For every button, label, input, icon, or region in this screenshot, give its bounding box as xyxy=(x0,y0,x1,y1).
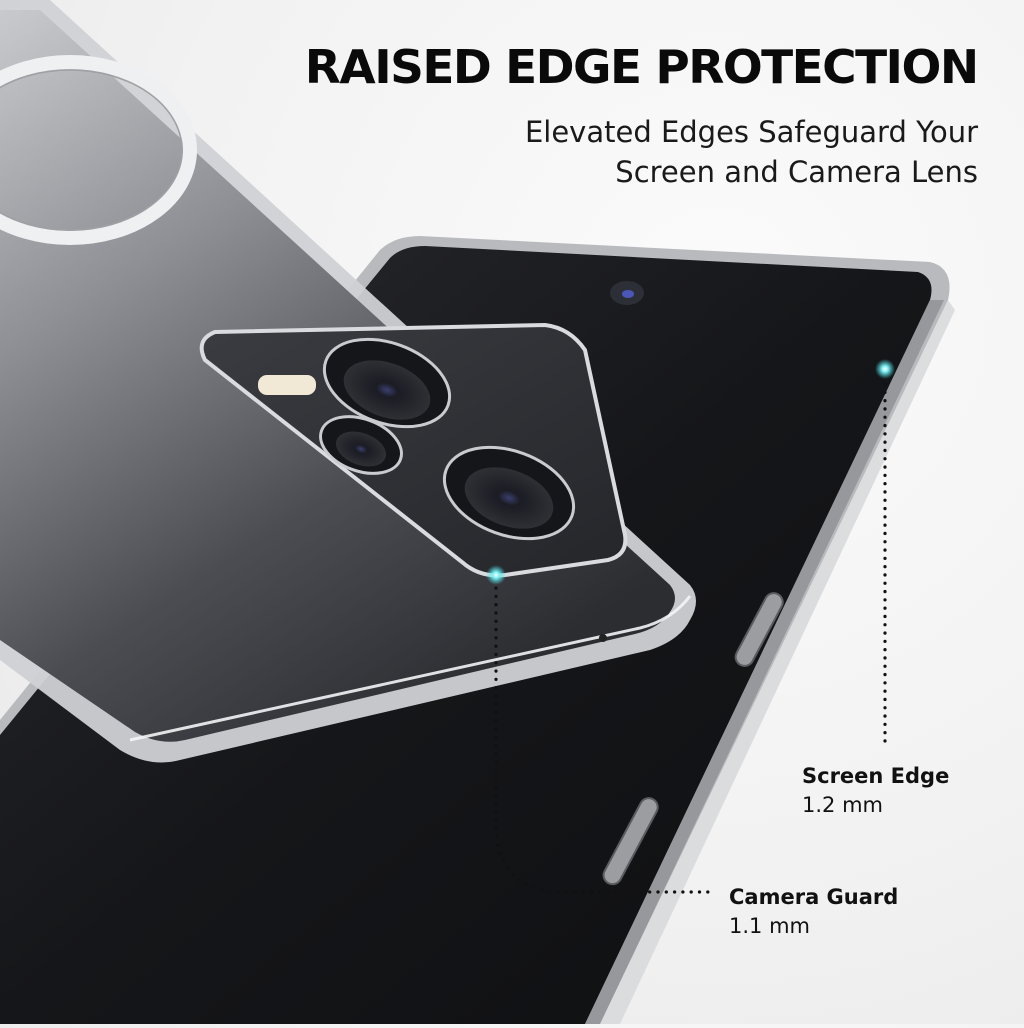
telephoto-lens xyxy=(442,445,576,541)
secondary-lens xyxy=(319,415,403,475)
screen-edge-leader xyxy=(875,359,895,750)
camera-module xyxy=(199,322,628,578)
callout-screen-edge: Screen Edge 1.2 mm xyxy=(802,762,949,820)
flash-icon xyxy=(258,375,316,395)
speaker-hole xyxy=(599,634,607,642)
main-lens xyxy=(322,337,452,429)
glow-marker-icon xyxy=(486,565,506,585)
callout-title: Screen Edge xyxy=(802,764,950,788)
callout-value: 1.1 mm xyxy=(729,914,810,938)
glow-marker-icon xyxy=(875,359,895,379)
camera-guard-leader xyxy=(486,565,714,894)
callout-value: 1.2 mm xyxy=(802,793,883,817)
magnetic-ring-icon xyxy=(0,55,197,245)
headline: RAISED EDGE PROTECTION xyxy=(305,40,979,94)
callout-camera-guard: Camera Guard 1.1 mm xyxy=(729,883,898,941)
subheadline-line-2: Screen and Camera Lens xyxy=(615,155,978,189)
volume-button xyxy=(734,592,784,667)
subheadline: Elevated Edges Safeguard Your Screen and… xyxy=(525,112,978,192)
power-button xyxy=(602,797,659,886)
front-camera xyxy=(610,281,644,305)
back-phone xyxy=(0,0,696,763)
callout-title: Camera Guard xyxy=(729,885,899,909)
subheadline-line-1: Elevated Edges Safeguard Your xyxy=(524,115,978,149)
